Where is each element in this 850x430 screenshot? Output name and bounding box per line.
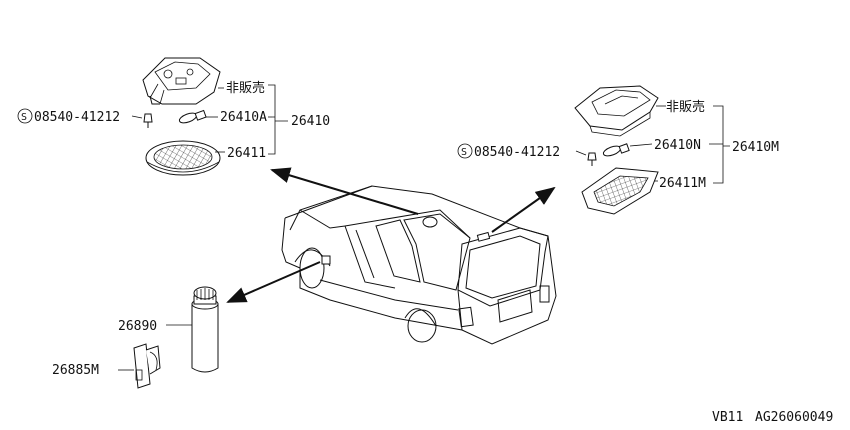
flashlight-bracket	[133, 343, 161, 389]
label-right-bulb: 26410N	[654, 138, 701, 153]
right-screw	[587, 152, 597, 166]
footer-model: VB11	[712, 410, 743, 425]
label-right-assy: 26410M	[732, 140, 779, 155]
leader-left-screw	[131, 115, 143, 119]
right-map-lamp-base	[574, 85, 659, 137]
flashlight	[191, 286, 219, 373]
screw-symbol-left	[17, 108, 33, 124]
label-right-not-sold: 非販売	[666, 99, 705, 115]
label-right-screw: 08540-41212	[474, 145, 560, 160]
roof-lamp-front	[422, 216, 438, 228]
svg-text:S: S	[461, 147, 467, 158]
left-lens	[145, 140, 221, 176]
screw-symbol-right	[457, 143, 473, 159]
label-left-assy: 26410	[291, 114, 330, 129]
label-left-screw: 08540-41212	[34, 110, 120, 125]
label-left-bulb: 26410A	[220, 110, 267, 125]
label-right-lens: 26411M	[659, 176, 706, 191]
label-left-not-sold: 非販売	[226, 80, 265, 96]
left-screw	[143, 113, 153, 128]
roof-lamp-rear	[476, 231, 491, 242]
arrow-to-left-lamp	[270, 167, 419, 215]
station-wagon	[281, 185, 557, 345]
left-room-lamp-base	[142, 57, 221, 105]
footer-code: AG26060049	[755, 410, 833, 425]
svg-text:S: S	[21, 112, 27, 123]
label-left-lens: 26411	[227, 146, 266, 161]
bracket-right-assy	[709, 105, 730, 184]
arrow-to-right-lamp	[491, 186, 556, 233]
leader-right-bulb	[629, 143, 653, 147]
leader-right-screw	[575, 150, 587, 156]
label-bracket: 26885M	[52, 363, 99, 378]
left-bulb	[178, 109, 207, 124]
right-lens	[581, 167, 659, 215]
label-flashlight: 26890	[118, 319, 157, 334]
side-lamp	[321, 255, 331, 265]
right-bulb	[602, 143, 630, 157]
arrow-to-flashlight	[226, 261, 321, 303]
bracket-left-assy	[268, 84, 288, 155]
